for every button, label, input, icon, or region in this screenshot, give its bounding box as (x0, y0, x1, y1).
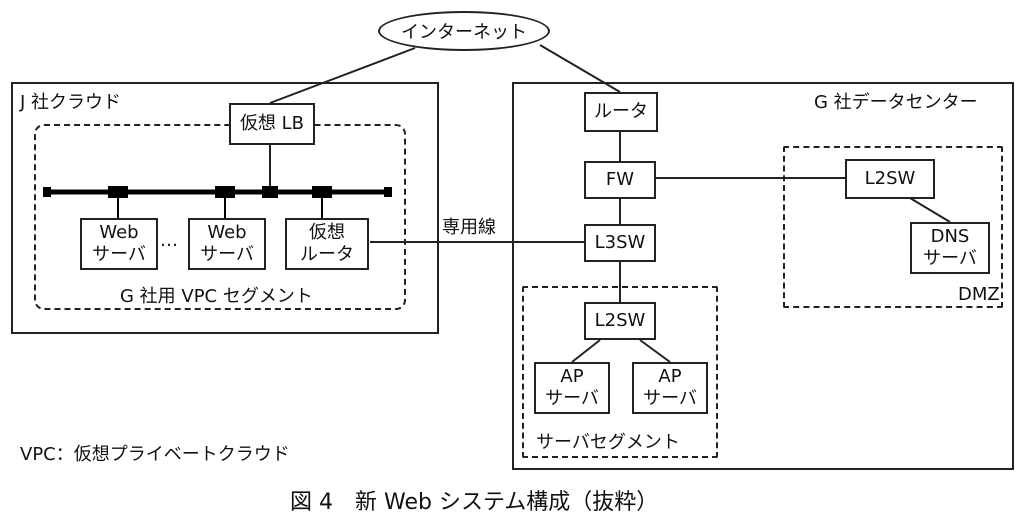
internet-node: インターネット (378, 11, 550, 51)
bus-ports (43, 186, 392, 198)
server-segment-label: サーバセグメント (536, 432, 680, 453)
edge-internet-router (539, 44, 621, 93)
edge-internet-lb (269, 47, 416, 104)
ap-server-1-node: AP サーバ (534, 362, 610, 414)
j-cloud-label: J 社クラウド (20, 92, 122, 113)
dns-server-node: DNS サーバ (910, 222, 990, 274)
l2sw-dmz-node: L2SW (845, 159, 935, 199)
server-segment (522, 286, 718, 458)
l2sw-server-node: L2SW (584, 302, 656, 340)
vpc-note: VPC：仮想プライベートクラウド (20, 444, 290, 465)
g-vpc-segment (34, 124, 406, 310)
dedicated-line-label: 専用線 (442, 217, 496, 238)
router-node: ルータ (584, 92, 658, 132)
g-vpc-segment-label: G 社用 VPC セグメント (120, 286, 313, 307)
edge-l2sw-ap2 (639, 339, 671, 363)
virtual-lb-node: 仮想 LB (229, 103, 315, 145)
ap-server-2-node: AP サーバ (632, 362, 708, 414)
fw-node: FW (584, 161, 656, 199)
j-cloud-region (11, 82, 439, 334)
edge-l2sw-ap1 (571, 339, 601, 363)
figure-caption: 図 4 新 Web システム構成（抜粋） (290, 490, 659, 515)
web-server-1-node: Web サーバ (80, 218, 158, 270)
l3sw-node: L3SW (584, 224, 656, 262)
ellipsis-label: … (160, 230, 178, 251)
virtual-router-node: 仮想 ルータ (285, 218, 369, 270)
dmz-label: DMZ (958, 284, 1000, 305)
web-server-2-node: Web サーバ (188, 218, 266, 270)
dmz-segment (783, 146, 1003, 308)
edge-l2sw-dns (909, 197, 951, 223)
g-datacenter-label: G 社データセンター (814, 92, 978, 113)
g-datacenter-region (512, 82, 1014, 470)
